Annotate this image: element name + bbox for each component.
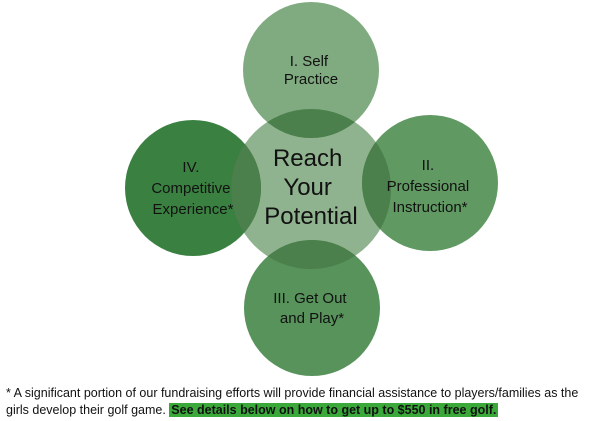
circle-self-practice (243, 2, 379, 138)
footnote-highlight: See details below on how to get up to $5… (169, 403, 499, 417)
center-circle (231, 109, 391, 269)
footnote: * A significant portion of our fundraisi… (6, 385, 598, 419)
label-self-practice: I. Self Practice (284, 53, 338, 88)
circle-professional-instruction (362, 115, 498, 251)
label-competitive-experience: IV. Competitive Experience* (151, 159, 234, 218)
label-get-out-and-play: III. Get Out and Play* (273, 290, 351, 327)
label-reach-your-potential: Reach Your Potential (264, 145, 357, 230)
footnote-text: * A significant portion of our fundraisi… (6, 386, 579, 417)
label-professional-instruction: II. Professional Instruction* (387, 157, 474, 216)
circle-get-out-and-play (244, 240, 380, 376)
circle-competitive-experience (125, 120, 261, 256)
